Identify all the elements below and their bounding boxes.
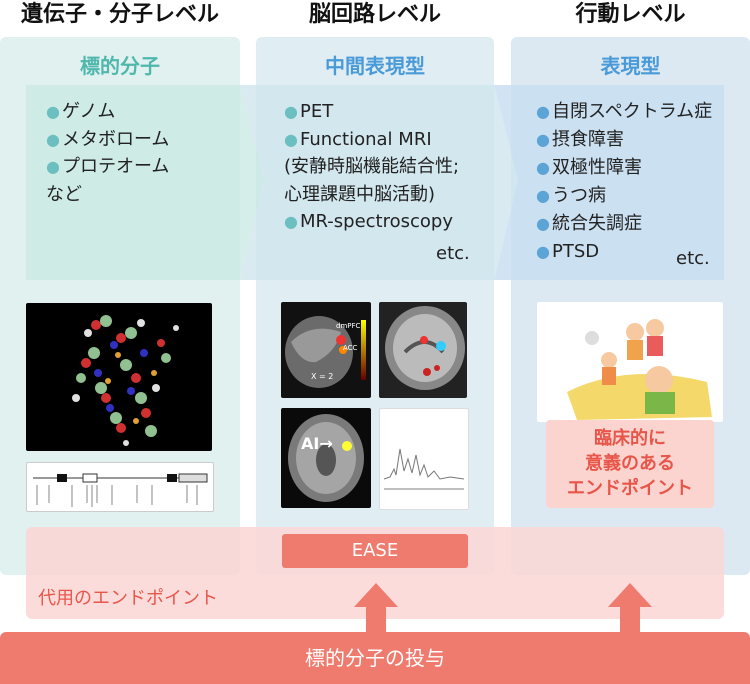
intermediate-phenotype-subtitle: 中間表現型 — [325, 54, 425, 78]
clinical-endpoint-line: 意義のある — [585, 453, 675, 474]
clinical-endpoint-box: 臨床的に 意義のある エンドポイント — [546, 420, 714, 508]
list-item: ●統合失調症 — [536, 213, 642, 234]
list-item: ●PTSD — [536, 241, 600, 262]
list-item: ●プロテオーム — [46, 156, 170, 177]
fmri-ai-label: AI→ — [301, 434, 333, 453]
bullet-icon: ● — [536, 214, 550, 233]
list-item: ●Functional MRI — [284, 128, 432, 150]
bullet-icon: ● — [284, 212, 298, 231]
list-item: ●PET — [284, 101, 334, 122]
list-item: ●MR-spectroscopy — [284, 211, 453, 232]
target-molecule-subtitle: 標的分子 — [80, 54, 160, 78]
brain-level-title: 脳回路レベル — [308, 2, 441, 27]
list-tail: など — [46, 183, 82, 205]
clinical-endpoint-line: エンドポイント — [567, 478, 693, 499]
clinical-endpoint-line: 臨床的に — [594, 428, 666, 449]
bullet-icon: ● — [284, 102, 298, 121]
up-arrow-icon — [608, 583, 652, 633]
bullet-icon: ● — [536, 186, 550, 205]
bullet-icon: ● — [536, 242, 550, 261]
list-item: ●うつ病 — [536, 185, 606, 206]
gene-list: ●ゲノム ●メタボローム ●プロテオーム など — [46, 98, 169, 208]
phenotype-subtitle: 表現型 — [600, 54, 661, 78]
pet-brain-image: dmPFC ACC X = 2 — [281, 302, 371, 398]
bullet-icon: ● — [536, 130, 550, 149]
list-item: ●双極性障害 — [536, 157, 642, 178]
children-playing-illustration — [537, 302, 723, 422]
dna-helix-image — [26, 303, 212, 451]
fmri-detail: (安静時脳機能結合性; — [284, 156, 460, 177]
bullet-icon: ● — [46, 157, 60, 176]
list-item: ●自閉スペクトラム症 — [536, 101, 713, 122]
pet-label-x: X = 2 — [311, 372, 334, 381]
surrogate-endpoint-label: 代用のエンドポイント — [38, 588, 218, 609]
administration-bar: 標的分子の投与 — [0, 632, 750, 684]
bullet-icon: ● — [46, 102, 60, 121]
bullet-icon: ● — [284, 129, 298, 149]
list-item: ●メタボローム — [46, 128, 170, 150]
brain-list: ●PET ●Functional MRI (安静時脳機能結合性; 心理課題中脳活… — [284, 98, 459, 236]
fmri-axial-image: AI→ — [281, 408, 371, 508]
pet-label-acc: ACC — [343, 344, 358, 352]
pet-label-dmpfc: dmPFC — [336, 322, 361, 330]
fmri-detail: 心理課題中脳活動) — [284, 183, 436, 205]
behavior-level-title: 行動レベル — [575, 2, 686, 27]
behavior-list-tail: etc. — [676, 248, 710, 269]
fmri-sagittal-image — [379, 302, 467, 398]
bullet-icon: ● — [536, 102, 550, 121]
behavior-list: ●自閉スペクトラム症 ●摂食障害 ●双極性障害 ●うつ病 ●統合失調症 ●PTS… — [536, 98, 712, 266]
bullet-icon: ● — [536, 158, 550, 177]
gene-level-title: 遺伝子・分子レベル — [20, 2, 219, 27]
brain-list-tail: etc. — [436, 243, 470, 264]
list-item: ●摂食障害 — [536, 129, 624, 150]
list-item: ●ゲノム — [46, 101, 116, 122]
mr-spectroscopy-image — [379, 408, 469, 510]
up-arrow-icon — [354, 583, 398, 633]
ease-box: EASE — [282, 534, 468, 568]
gene-map-image — [26, 462, 214, 512]
bullet-icon: ● — [46, 129, 60, 149]
